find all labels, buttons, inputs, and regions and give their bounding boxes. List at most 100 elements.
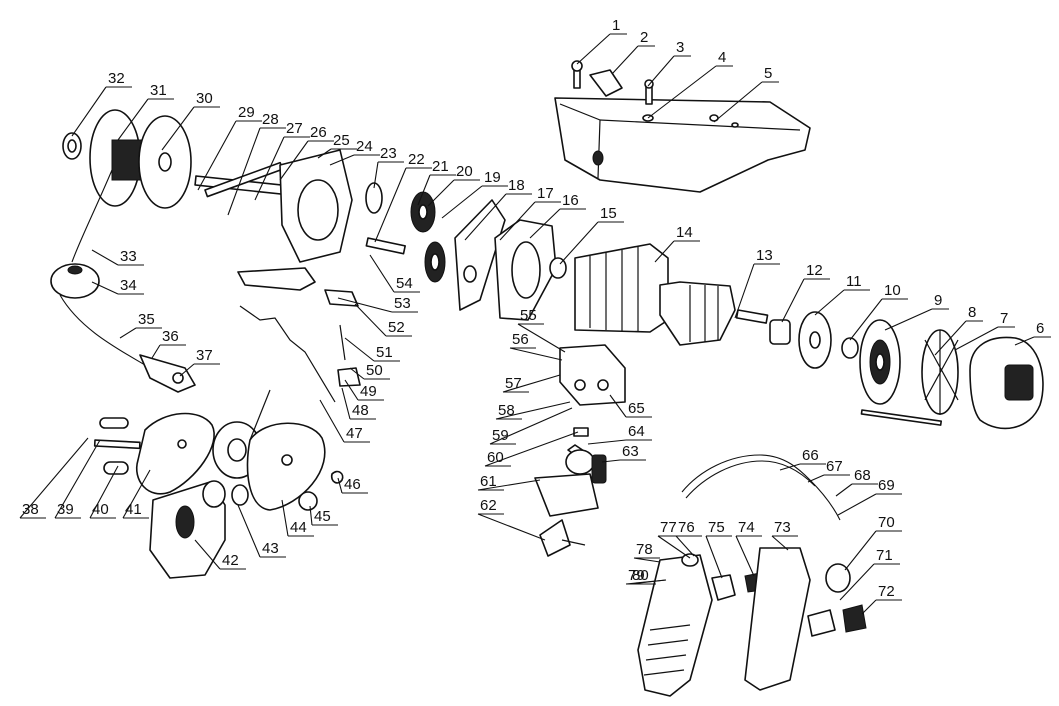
part-label-23: 23 bbox=[380, 145, 397, 162]
part-label-47: 47 bbox=[346, 425, 363, 442]
leader-line-5 bbox=[713, 81, 779, 123]
leader-line-66 bbox=[779, 463, 826, 471]
leader-line-71 bbox=[839, 563, 900, 601]
leader-line-46 bbox=[337, 477, 368, 494]
part-label-71: 71 bbox=[876, 547, 893, 564]
part-label-49: 49 bbox=[360, 383, 377, 400]
leader-line-53 bbox=[337, 297, 418, 313]
leader-line-69 bbox=[837, 493, 902, 516]
part-label-74: 74 bbox=[738, 519, 755, 536]
part-label-36: 36 bbox=[162, 328, 179, 345]
part-label-20: 20 bbox=[456, 163, 473, 180]
part-label-72: 72 bbox=[878, 583, 895, 600]
leader-line-70 bbox=[844, 530, 902, 571]
part-label-48: 48 bbox=[352, 402, 369, 419]
leader-line-76 bbox=[675, 535, 702, 557]
part-label-29: 29 bbox=[238, 104, 255, 121]
leader-line-35 bbox=[119, 327, 162, 339]
part-label-41: 41 bbox=[125, 501, 142, 518]
part-label-60: 60 bbox=[487, 449, 504, 466]
part-label-12: 12 bbox=[806, 262, 823, 279]
leader-line-43 bbox=[237, 504, 286, 558]
part-label-40: 40 bbox=[92, 501, 109, 518]
leader-line-3 bbox=[647, 55, 691, 87]
part-label-37: 37 bbox=[196, 347, 213, 364]
leader-line-34 bbox=[91, 281, 144, 295]
part-label-33: 33 bbox=[120, 248, 137, 265]
leader-line-59 bbox=[489, 407, 573, 445]
leader-line-55 bbox=[517, 323, 566, 353]
part-label-51: 51 bbox=[376, 344, 393, 361]
leader-line-38 bbox=[19, 437, 89, 519]
leader-line-77 bbox=[657, 535, 691, 559]
part-label-24: 24 bbox=[356, 138, 373, 155]
part-label-69: 69 bbox=[878, 477, 895, 494]
leader-line-61 bbox=[477, 479, 541, 491]
leader-lines bbox=[19, 33, 1051, 615]
gear-housing bbox=[194, 149, 567, 403]
leader-line-60 bbox=[484, 431, 579, 467]
leader-line-27 bbox=[254, 136, 310, 201]
part-label-7: 7 bbox=[1000, 310, 1008, 327]
part-label-9: 9 bbox=[934, 292, 942, 309]
part-number-labels: 1234567891011121314151617181920212223242… bbox=[22, 17, 1044, 600]
leader-line-40 bbox=[89, 465, 119, 519]
part-label-11: 11 bbox=[846, 273, 862, 290]
part-label-63: 63 bbox=[622, 443, 639, 460]
leader-line-75 bbox=[705, 535, 732, 579]
leader-line-64 bbox=[587, 439, 652, 445]
part-label-53: 53 bbox=[394, 295, 411, 312]
leader-line-24 bbox=[329, 154, 380, 166]
leader-line-28 bbox=[227, 127, 286, 216]
leader-line-56 bbox=[509, 347, 563, 361]
part-label-43: 43 bbox=[262, 540, 279, 557]
leader-line-73 bbox=[771, 535, 798, 551]
part-label-2: 2 bbox=[640, 29, 648, 46]
leader-line-78 bbox=[633, 557, 661, 563]
leader-line-18 bbox=[464, 193, 532, 241]
leader-line-2 bbox=[611, 45, 655, 75]
part-label-42: 42 bbox=[222, 552, 239, 569]
leader-line-13 bbox=[734, 263, 780, 319]
part-label-65: 65 bbox=[628, 400, 645, 417]
leader-line-37 bbox=[179, 363, 220, 377]
part-label-55: 55 bbox=[520, 307, 537, 324]
leader-line-57 bbox=[502, 374, 561, 393]
leader-line-74 bbox=[735, 535, 762, 577]
leader-line-17 bbox=[499, 201, 561, 241]
leader-line-63 bbox=[601, 459, 646, 463]
part-label-59: 59 bbox=[492, 427, 509, 444]
leader-line-42 bbox=[194, 539, 246, 570]
part-label-10: 10 bbox=[884, 282, 901, 299]
part-label-75: 75 bbox=[708, 519, 725, 536]
leader-line-68 bbox=[835, 483, 878, 497]
leader-line-58 bbox=[495, 401, 571, 420]
part-label-44: 44 bbox=[290, 519, 307, 536]
pulley-block bbox=[93, 389, 344, 579]
part-label-57: 57 bbox=[505, 375, 522, 392]
part-label-62: 62 bbox=[480, 497, 497, 514]
part-label-77: 77 bbox=[660, 519, 677, 536]
leader-line-62 bbox=[477, 513, 546, 541]
leader-line-8 bbox=[934, 320, 983, 356]
leader-line-21 bbox=[417, 174, 456, 206]
leader-line-22 bbox=[374, 167, 432, 243]
part-label-28: 28 bbox=[262, 111, 279, 128]
leader-line-16 bbox=[529, 208, 586, 239]
part-label-70: 70 bbox=[878, 514, 895, 531]
leader-line-11 bbox=[814, 289, 870, 316]
part-label-14: 14 bbox=[676, 224, 693, 241]
part-label-68: 68 bbox=[854, 467, 871, 484]
part-label-13: 13 bbox=[756, 247, 773, 264]
part-label-80: 80 bbox=[632, 567, 649, 584]
leader-line-15 bbox=[559, 221, 624, 265]
part-label-39: 39 bbox=[57, 501, 74, 518]
part-label-19: 19 bbox=[484, 169, 501, 186]
leader-line-20 bbox=[427, 179, 480, 207]
leader-line-45 bbox=[309, 505, 338, 526]
leader-line-25 bbox=[317, 148, 357, 159]
part-label-32: 32 bbox=[108, 70, 125, 87]
part-label-38: 38 bbox=[22, 501, 39, 518]
part-label-5: 5 bbox=[764, 65, 772, 82]
